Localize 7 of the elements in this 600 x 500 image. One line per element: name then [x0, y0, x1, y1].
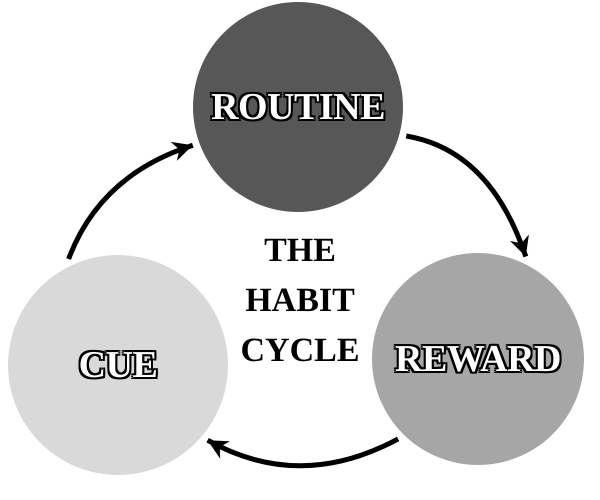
curved-arrow: [406, 134, 528, 258]
stage-label: CUE: [78, 343, 158, 387]
stage-label: REWARD: [395, 337, 561, 381]
stage-label: ROUTINE: [211, 85, 385, 129]
diagram-title: THE HABIT CYCLE: [239, 231, 361, 371]
curved-arrow: [66, 142, 194, 260]
curved-arrow: [206, 436, 400, 468]
